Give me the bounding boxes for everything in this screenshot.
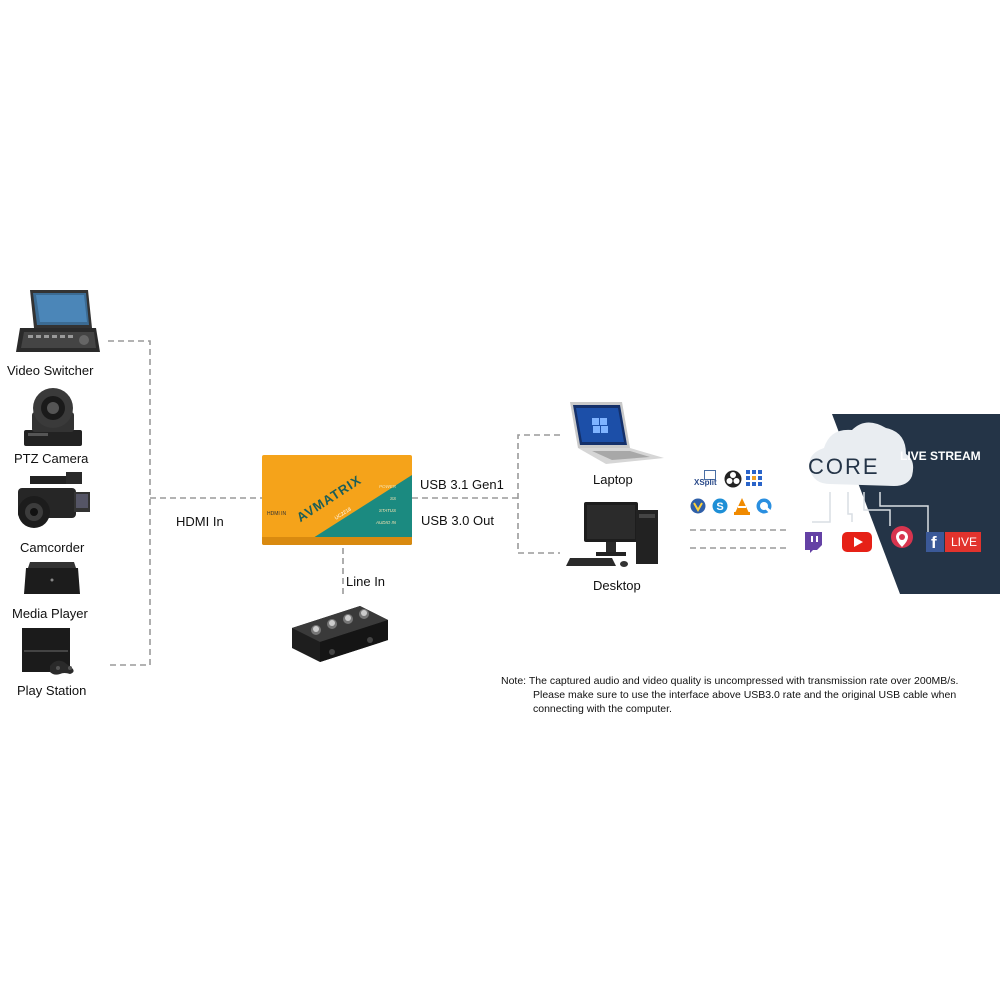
source-label-play-station: Play Station — [17, 683, 87, 698]
facebook-icon — [926, 532, 944, 552]
camcorder-icon — [14, 470, 94, 534]
note-line-1: Note: The captured audio and video quali… — [501, 675, 959, 687]
desktop-icon — [566, 500, 662, 572]
quicktime-icon — [756, 498, 772, 514]
source-label-camcorder: Camcorder — [20, 540, 85, 555]
xsplit-label: XSplit — [694, 478, 717, 487]
device-indicator-status: STATUS — [378, 508, 396, 513]
video-switcher-icon — [16, 288, 100, 360]
note-text: Note: The captured audio and video quali… — [501, 674, 1000, 716]
media-player-icon — [22, 560, 82, 600]
facebook-letter: f — [931, 533, 937, 552]
device-indicator-ss: SS — [389, 496, 396, 501]
obs-icon — [724, 470, 742, 488]
hdmi-in-label: HDMI In — [176, 514, 224, 529]
live-badge — [945, 532, 981, 552]
desktop-label: Desktop — [593, 578, 641, 593]
vlc-icon — [734, 497, 750, 515]
computer-bracket-line — [517, 434, 560, 554]
youtube-icon — [842, 532, 872, 552]
live-badge-text: LIVE — [951, 535, 978, 549]
wirecast-grid-icon — [746, 470, 762, 486]
source-label-media-player: Media Player — [12, 606, 88, 621]
usb-out-label: USB 3.0 Out — [421, 513, 494, 528]
laptop-label: Laptop — [593, 472, 633, 487]
capture-device: AVMATRIX UC2218 HDMI IN POWER SS STATUS … — [262, 455, 412, 545]
device-indicator-power: POWER — [378, 484, 396, 489]
line-in-label: Line In — [346, 574, 386, 589]
ptz-camera-icon — [18, 386, 88, 448]
source-label-ptz-camera: PTZ Camera — [14, 451, 89, 466]
periscope-icon — [890, 526, 914, 554]
device-indicator-audio: AUDIO IN — [375, 520, 396, 525]
source-label-video-switcher: Video Switcher — [7, 363, 94, 378]
vmix-icon — [690, 498, 706, 514]
usb-gen-label: USB 3.1 Gen1 — [420, 477, 504, 492]
play-station-icon — [20, 626, 86, 678]
skype-icon: S — [712, 498, 728, 514]
live-stream-title: LIVE STREAM — [900, 449, 981, 463]
live-stream-panel: CORE LIVE STREAM — [790, 414, 1000, 594]
note-line-2: Please make sure to use the interface ab… — [533, 689, 957, 701]
twitch-icon — [803, 531, 823, 553]
note-line-3: connecting with the computer. — [533, 703, 672, 715]
core-logo: CORE — [808, 454, 880, 479]
device-hdmi-port-label: HDMI IN — [267, 511, 287, 517]
svg-text:S: S — [716, 501, 723, 513]
source-bracket-line — [108, 340, 151, 666]
xsplit-icon: XSplit — [694, 470, 720, 490]
laptop-icon — [562, 400, 666, 466]
facebook-live-badge: f LIVE — [926, 532, 982, 552]
audio-mixer-icon — [290, 602, 390, 666]
